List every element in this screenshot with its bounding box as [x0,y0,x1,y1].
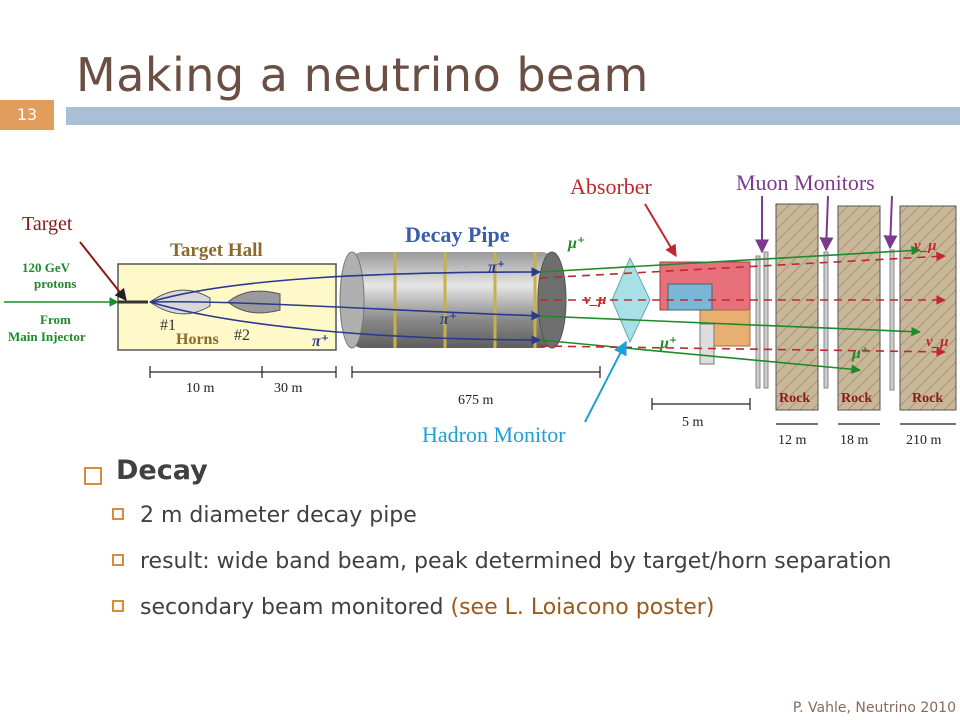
decay-pipe [339,251,567,349]
rock-slab-1 [775,203,819,411]
bullet-item-text: 2 m diameter decay pipe [140,503,417,528]
label-injector: Main Injector [8,329,86,344]
rock-slab-3 [899,205,957,411]
poster-reference: (see L. Loiacono poster) [450,595,715,620]
bullet-item: secondary beam monitored (see L. Loiacon… [112,592,944,624]
label-beam-energy: 120 GeV [22,260,71,275]
monitor-plates [755,249,895,391]
square-bullet-icon [84,467,102,485]
distance-210m: 210 m [906,433,942,448]
rock-slab-2 [837,205,881,411]
square-bullet-icon [112,600,124,612]
label-horn-2: #2 [234,327,250,344]
bullet-item: 2 m diameter decay pipe [112,500,944,532]
distance-12m: 12 m [778,433,807,448]
label-neutrino-upper: ν_μ [584,292,607,308]
bullet-main-text: Decay [116,455,208,486]
bullet-item-plain: secondary beam monitored [140,595,451,620]
bullet-list: Decay 2 m diameter decay pipe result: wi… [84,455,944,624]
square-bullet-icon [112,554,124,566]
neutrino-beam-diagram: Target 120 GeV protons From Main Injecto… [4,170,957,448]
slide-title: Making a neutrino beam [76,48,649,102]
distance-10m: 10 m [186,381,215,396]
label-horns: Horns [176,331,219,348]
bullet-item: result: wide band beam, peak determined … [112,546,944,578]
slide-number: 13 [0,100,54,130]
label-rock-3: Rock [912,391,943,406]
label-muon-upper: μ⁺ [567,235,585,252]
label-target: Target [22,213,73,235]
distance-675m: 675 m [458,393,494,408]
label-muon-monitors: Muon Monitors [736,170,875,195]
bullet-item-text: secondary beam monitored (see L. Loiacon… [140,592,714,624]
label-absorber: Absorber [570,174,653,199]
bullet-item-text: result: wide band beam, peak determined … [140,549,892,574]
label-rock-2: Rock [841,391,872,406]
footer-credit: P. Vahle, Neutrino 2010 [792,700,956,716]
distance-5m: 5 m [682,415,704,430]
label-hadron-monitor: Hadron Monitor [422,422,566,447]
label-beam-particle: protons [34,276,76,291]
label-neutrino-right-lower: ν_μ [926,334,949,350]
label-muon-right: μ⁺ [851,345,869,362]
horn-2 [227,290,281,314]
distance-30m: 30 m [274,381,303,396]
label-neutrino-right-upper: ν_μ [914,238,937,254]
label-pion-lower: π⁺ [312,333,329,350]
square-bullet-icon [112,508,124,520]
target-hall-box [117,263,337,351]
bullet-main: Decay [84,455,944,486]
label-pion-middle: π⁺ [440,311,457,328]
label-muon-lower: μ⁺ [659,335,677,352]
title-bar [66,107,960,125]
label-pion-upper: π⁺ [488,259,505,276]
label-decay-pipe: Decay Pipe [405,222,510,247]
label-from: From [40,312,71,327]
absorber-shape [659,261,751,365]
label-horn-1: #1 [160,317,176,334]
distance-18m: 18 m [840,433,869,448]
label-rock-1: Rock [779,391,810,406]
label-target-hall: Target Hall [170,240,263,261]
